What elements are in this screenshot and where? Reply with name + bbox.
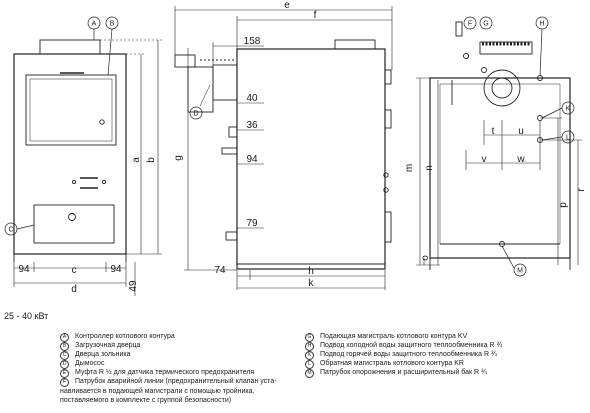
front-dimensions: [13, 39, 162, 296]
legend-item-k: K Подвод горячей воды защитного теплообме…: [305, 350, 497, 360]
flue-collar: [212, 64, 238, 101]
legend-text: Загрузочная дверца: [75, 342, 141, 349]
dimension-v94-side: 94: [246, 154, 258, 165]
callout-h: H: [539, 21, 544, 28]
legend-key: D: [60, 360, 69, 369]
legend-item-h: H Подвод холодной воды защитного теплообм…: [305, 341, 502, 351]
dimension-v: v: [482, 154, 487, 165]
legend-key: F: [60, 378, 69, 387]
legend-key: M: [305, 369, 314, 378]
dimension-a: a: [131, 157, 142, 163]
model-label: 25 - 40 кВт: [4, 311, 49, 321]
front-body: [13, 53, 127, 255]
dimension-v94-right: 94: [110, 264, 122, 275]
legend-key: K: [305, 351, 314, 360]
callout-f: F: [468, 21, 472, 28]
legend-key: C: [60, 351, 69, 360]
callout-d: D: [193, 111, 198, 118]
flow-pipe: [455, 21, 463, 37]
dimension-v158: 158: [244, 36, 261, 47]
legend-text: Патрубок опорожнения и расширительный ба…: [320, 369, 487, 376]
dimension-v79: 79: [246, 218, 258, 229]
side-view: [174, 39, 392, 270]
rear-body: [429, 77, 571, 259]
legend-text: Дверца зольника: [75, 351, 131, 358]
legend-item-g: G Подающая магистраль котлового контура K…: [305, 332, 467, 342]
legend-item-b: B Загрузочная дверца: [60, 341, 140, 351]
dimension-v40: 40: [246, 93, 258, 104]
dimension-r: r: [576, 188, 587, 192]
side-dimensions: [174, 6, 393, 290]
callout-l: L: [566, 135, 570, 142]
callout-g: G: [483, 21, 488, 28]
legend-key: B: [60, 342, 69, 351]
dimension-k: k: [309, 278, 315, 289]
dimension-p: p: [558, 202, 569, 208]
ash-door: [33, 204, 115, 244]
dimension-v49: 49: [128, 280, 139, 292]
fan-housing: [483, 69, 521, 107]
rear-dimensions: [416, 77, 582, 266]
dimension-g: g: [173, 155, 184, 161]
fan-motor: [174, 54, 196, 68]
legend-item-e: E Муфта R ½ для датчика термического пред…: [60, 368, 254, 378]
controller-box: [39, 39, 101, 55]
dimension-v94-left: 94: [18, 264, 30, 275]
legend-text: Муфта R ½ для датчика термического предо…: [75, 369, 255, 376]
legend-key: G: [305, 333, 314, 342]
dimension-c: c: [72, 265, 77, 276]
dimension-u: u: [518, 126, 524, 137]
legend-key: L: [305, 360, 314, 369]
legend-text: Подвод холодной воды защитного теплообме…: [320, 342, 503, 349]
dimension-v36: 36: [246, 120, 258, 131]
rear-view: [429, 21, 571, 270]
dimension-d: d: [71, 284, 77, 295]
dimension-b: b: [146, 157, 157, 163]
callout-c: C: [8, 227, 13, 234]
callout-k: K: [566, 106, 571, 113]
dimension-w: w: [516, 154, 525, 165]
callout-b: B: [110, 21, 115, 28]
legend-key: E: [60, 369, 69, 378]
legend-text: Подвод горячей воды защитного теплообмен…: [320, 351, 497, 358]
dimension-v74: 74: [214, 265, 226, 276]
legend-text: Обратная магистраль котлового контура KR: [320, 360, 464, 367]
legend-key: A: [60, 333, 69, 342]
legend-key: H: [305, 342, 314, 351]
dimension-n: n: [424, 165, 435, 171]
lid-hinge: [384, 69, 392, 85]
callout-m: M: [517, 268, 523, 275]
legend-item-l: L Обратная магистраль котлового контура K…: [305, 359, 464, 369]
legend-item-m: M Патрубок опорожнения и расширительный б…: [305, 368, 487, 378]
legend-text: Дымосос: [75, 360, 105, 367]
dimension-m: m: [404, 164, 415, 172]
legend-text: Подающая магистраль котлового контура KV: [320, 333, 468, 340]
sensor-sleeve: [228, 126, 238, 138]
side-controller: [334, 39, 376, 50]
callout-a: A: [92, 21, 97, 28]
legend-item-d: D Дымосос: [60, 359, 104, 369]
side-body: [236, 48, 386, 270]
dimension-e: e: [284, 0, 290, 11]
dimension-t: t: [492, 126, 495, 137]
legend-item-a: A Контроллер котлового контура: [60, 332, 175, 342]
flue-top: [479, 41, 533, 55]
dimension-h: h: [308, 266, 314, 277]
dimension-f: f: [314, 10, 317, 21]
dimension-o: o: [420, 255, 431, 261]
front-view: [13, 39, 127, 262]
legend-text: Патрубок аварийной линии (предохранитель…: [60, 378, 277, 404]
loading-door: [25, 74, 117, 146]
legend-text: Контроллер котлового контура: [75, 333, 175, 340]
callout-circles: [4, 16, 575, 277]
legend-item-c: C Дверца зольника: [60, 350, 131, 360]
